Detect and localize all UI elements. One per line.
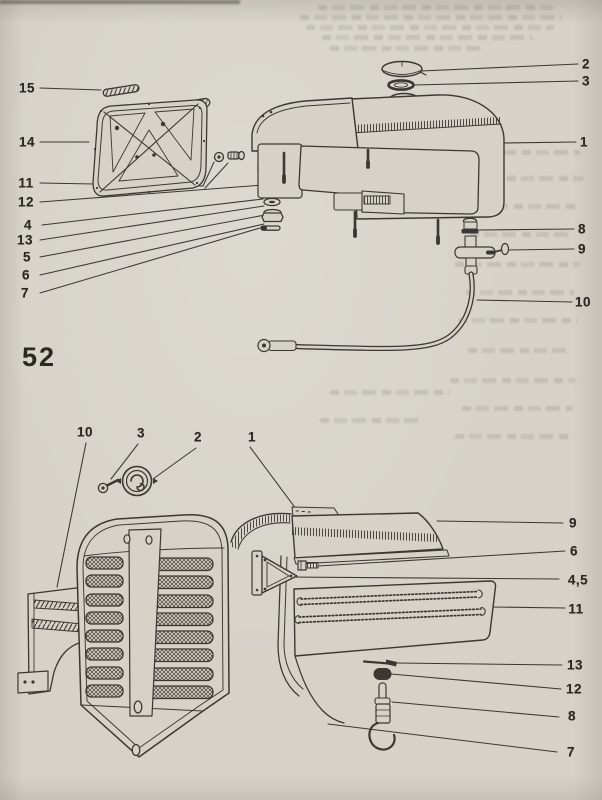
callout-11: 11 — [18, 175, 34, 191]
hood-latch-part — [368, 682, 396, 751]
callout-6: 6 — [21, 267, 31, 283]
callout-14: 14 — [18, 134, 36, 150]
ghost-text-line — [318, 5, 558, 10]
ghost-text-line — [450, 378, 576, 383]
ghost-text-line — [462, 204, 580, 209]
grille-shell-part — [76, 514, 230, 758]
ghost-text-line — [306, 25, 554, 30]
callout-3-bottom: 3 — [136, 425, 146, 441]
fuel-hose-part — [257, 265, 478, 353]
bolt-part — [297, 560, 319, 571]
ghost-text-line — [455, 434, 573, 439]
callout-4-5: 4,5 — [567, 572, 589, 588]
callout-3: 3 — [581, 73, 591, 89]
side-bracket-part — [17, 586, 128, 695]
outlet-fitting-part — [461, 217, 479, 234]
callout-5: 5 — [22, 249, 32, 265]
grille-center-divider — [128, 528, 162, 717]
callout-12: 12 — [17, 194, 35, 210]
hinge-bracket-part — [251, 550, 298, 596]
callout-9-bottom: 9 — [568, 515, 578, 531]
callout-9: 9 — [577, 241, 587, 257]
callout-11-bottom: 11 — [568, 601, 584, 617]
callout-15: 15 — [18, 80, 36, 96]
screw-washer-parts — [213, 150, 245, 163]
fuel-tank-body — [251, 94, 505, 245]
ghost-text-line — [470, 150, 580, 155]
front-pillar — [277, 555, 304, 697]
callout-2: 2 — [581, 56, 591, 72]
emblem-screw-part — [97, 478, 120, 494]
leader-lines-top-figure — [39, 63, 579, 303]
grille-slats-right — [148, 557, 214, 700]
callout-10: 10 — [574, 294, 592, 310]
ghost-text-line — [300, 15, 562, 20]
hood-top-panel-part — [230, 506, 450, 565]
ghost-text-line — [320, 418, 420, 423]
callout-8: 8 — [577, 221, 587, 237]
cap-gasket-part — [387, 79, 415, 91]
ghost-text-line — [322, 35, 532, 40]
support-panel-part — [92, 99, 208, 197]
callout-7-bottom: 7 — [566, 744, 576, 760]
ghost-text-line — [455, 262, 580, 267]
fuel-tap-part — [454, 235, 510, 270]
ghost-text-line — [455, 176, 583, 181]
callout-10-bottom: 10 — [76, 424, 94, 440]
page-edge-shadow — [0, 0, 240, 4]
leader-lines-bottom-figure — [56, 442, 566, 753]
callout-8-bottom: 8 — [567, 708, 577, 724]
ghost-text-line — [462, 406, 572, 411]
fuel-cap-part — [381, 60, 427, 78]
ghost-text-line — [330, 390, 450, 395]
ghost-text-line — [468, 348, 572, 353]
callout-4: 4 — [23, 217, 33, 233]
ghost-text-line — [466, 290, 574, 295]
side-panel-part — [293, 580, 497, 724]
callout-1-bottom: 1 — [247, 429, 257, 445]
callout-13: 13 — [16, 232, 34, 248]
hood-grille-figure — [17, 442, 566, 758]
ghost-text-line — [330, 46, 480, 51]
fuel-tank-figure — [39, 60, 579, 353]
callout-7: 7 — [20, 285, 30, 301]
callout-1: 1 — [579, 134, 589, 150]
rubber-cap-part — [373, 668, 392, 680]
latch-pin-part — [362, 659, 397, 667]
grille-slats-left — [85, 556, 124, 698]
callout-6-bottom: 6 — [569, 543, 579, 559]
page-number: 52 — [22, 342, 57, 372]
callout-13-bottom: 13 — [566, 657, 584, 673]
ghost-text-line — [470, 232, 570, 237]
ghost-text-line — [458, 318, 578, 323]
callout-2-bottom: 2 — [193, 429, 203, 445]
callout-12-bottom: 12 — [565, 681, 583, 697]
front-emblem-part — [116, 465, 158, 497]
